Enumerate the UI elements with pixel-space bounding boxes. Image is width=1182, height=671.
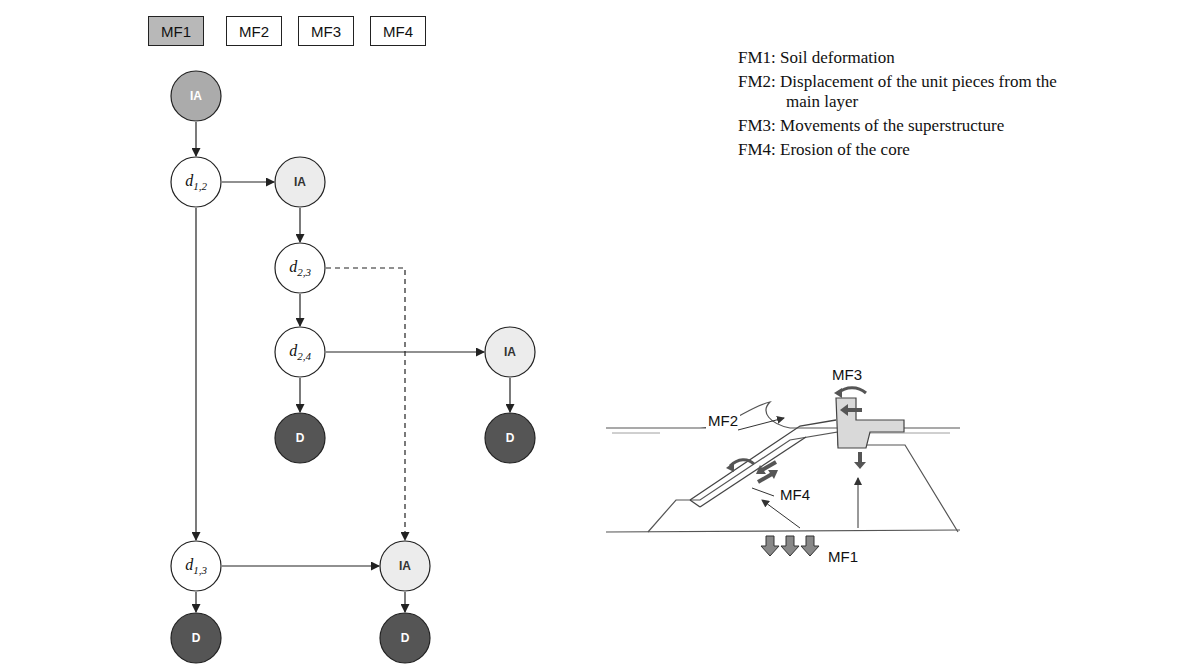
state-circle: IA [170, 70, 222, 122]
flow-arrow [195, 122, 196, 156]
state-circle: D [484, 412, 536, 464]
decision-symbol: d2,4 [289, 342, 311, 362]
flow-arrow [299, 208, 300, 242]
water-line [606, 402, 960, 428]
state-label: D [506, 431, 515, 445]
flow-arrow [326, 268, 405, 540]
mode-box: MF3 [298, 16, 354, 46]
rotation-arrow [834, 388, 842, 398]
decision-symbol: d1,2 [185, 172, 207, 192]
callout-label: MF4 [778, 486, 812, 503]
state-circle: IA [379, 540, 431, 592]
callout-label: MF2 [706, 412, 740, 429]
leader-line [738, 418, 784, 430]
state-circle: d1,2 [170, 156, 222, 208]
flow-arrow [509, 378, 510, 412]
armour-layer [690, 500, 700, 507]
state-circle: d2,3 [274, 242, 326, 294]
breakwater-core [648, 432, 958, 532]
flow-arrow [222, 181, 274, 182]
flow-arrow [195, 592, 196, 612]
armour-arrow [726, 462, 734, 472]
water-dash [612, 433, 660, 434]
seabed-line [606, 530, 960, 532]
decision-symbol: d2,3 [289, 258, 311, 278]
leader-line [858, 478, 859, 528]
legend-text: FM4: Erosion of the core [738, 140, 1008, 160]
legend-text: FM1: Soil deformation [738, 48, 1008, 68]
state-circle: d1,3 [170, 540, 222, 592]
settle-arrow [854, 462, 866, 469]
box-label: MF1 [161, 23, 191, 40]
legend-text: FM3: Movements of the superstructure [738, 116, 1058, 136]
superstructure [836, 398, 904, 448]
callout-label: MF3 [830, 366, 864, 383]
state-label: D [296, 431, 305, 445]
rotation-arrow [838, 388, 866, 393]
mode-box: MF1 [148, 16, 204, 46]
state-label: IA [504, 345, 516, 359]
leader-line [752, 488, 774, 496]
state-circle: d2,4 [274, 326, 326, 378]
erosion-arrow [758, 474, 772, 482]
callout-label: MF1 [826, 548, 860, 565]
settlement-arrows [761, 536, 819, 556]
decision-symbol: d1,3 [185, 556, 207, 576]
flow-arrow [195, 208, 196, 540]
box-label: MF4 [383, 23, 413, 40]
flow-arrow [404, 592, 405, 612]
state-label: IA [190, 89, 202, 103]
state-circle: IA [484, 326, 536, 378]
slide-arrow [846, 408, 862, 412]
mode-box: MF4 [370, 16, 426, 46]
erosion-arrow [768, 470, 778, 479]
state-label: IA [294, 175, 306, 189]
leader-line [762, 500, 800, 528]
water-dash [870, 433, 950, 434]
flow-arrow [299, 294, 300, 326]
box-label: MF3 [311, 23, 341, 40]
state-circle: D [379, 612, 431, 664]
slide-arrow [840, 404, 848, 416]
flow-arrow [299, 378, 300, 412]
legend-text: FM2: Displacement of the unit pieces fro… [738, 72, 1076, 112]
erosion-arrow [756, 465, 766, 474]
box-label: MF2 [239, 23, 269, 40]
state-label: D [192, 631, 201, 645]
settle-arrow [858, 452, 862, 462]
mode-box: MF2 [226, 16, 282, 46]
state-label: IA [399, 559, 411, 573]
state-circle: D [170, 612, 222, 664]
armour-layer [690, 420, 836, 500]
flow-arrow [222, 565, 379, 566]
state-circle: IA [274, 156, 326, 208]
state-label: D [401, 631, 410, 645]
erosion-arrow [762, 462, 776, 470]
state-circle: D [274, 412, 326, 464]
